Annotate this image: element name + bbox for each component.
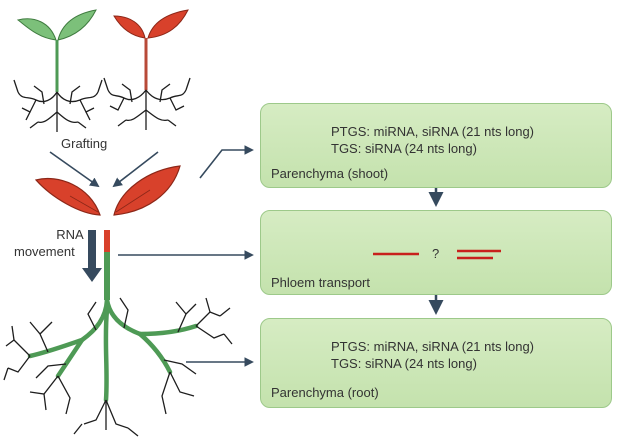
green-seedling-icon [13,9,103,132]
rna-movement-arrow-icon [82,230,102,282]
unknown-form-question: ? [432,246,440,261]
grafting-arrows [49,151,159,188]
sirna-duplex-icon [373,249,501,260]
grafting-label: Grafting [61,136,108,151]
phloem-box-label: Phloem transport [271,275,370,290]
shoot-box-label: Parenchyma (shoot) [271,166,389,181]
shoot-ptgs-text: PTGS: miRNA, siRNA (21 nts long) [331,124,534,139]
connector-arrows [118,145,254,367]
parenchyma-root-box: PTGS: miRNA, siRNA (21 nts long) TGS: si… [260,318,612,408]
root-ptgs-text: PTGS: miRNA, siRNA (21 nts long) [331,339,534,354]
root-box-label: Parenchyma (root) [271,385,379,400]
root-tgs-text: TGS: siRNA (24 nts long) [331,356,477,371]
root-system-icon [3,297,233,437]
phloem-transport-box: Phloem transport [260,210,612,295]
grafted-leaves-icon [34,165,181,216]
red-seedling-icon [103,9,191,130]
rna-label-line1: RNA [56,227,84,242]
graft-scion-stem [104,230,110,252]
rna-label-line2: movement [14,244,75,259]
parenchyma-shoot-box: PTGS: miRNA, siRNA (21 nts long) TGS: si… [260,103,612,188]
shoot-tgs-text: TGS: siRNA (24 nts long) [331,141,477,156]
